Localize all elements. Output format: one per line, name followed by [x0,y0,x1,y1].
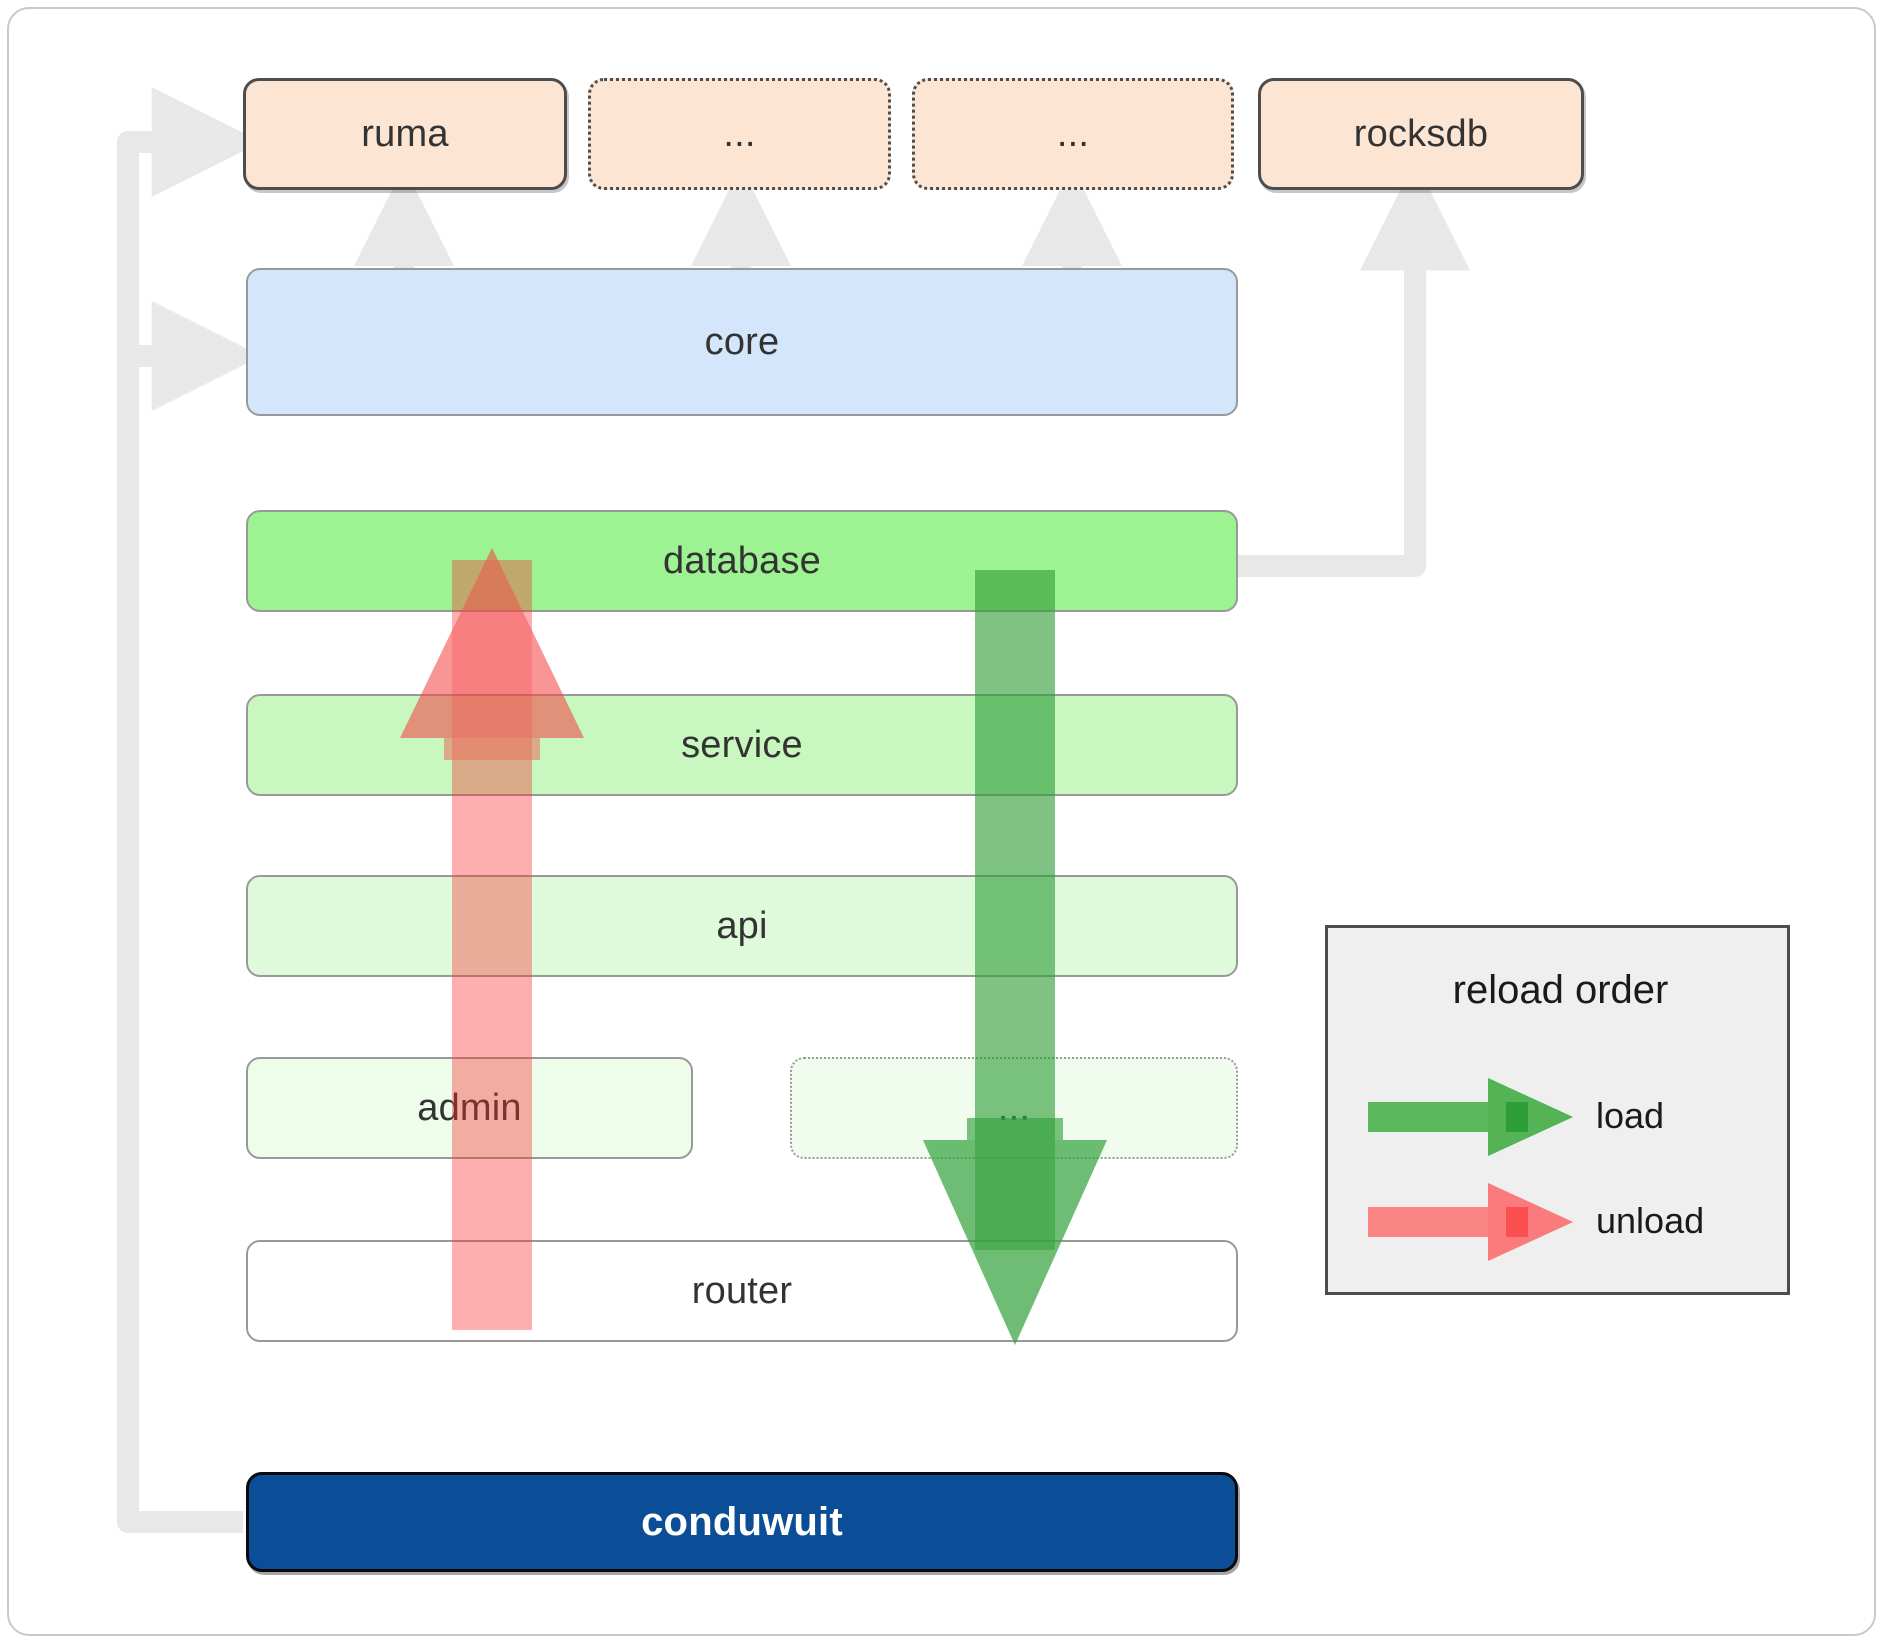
brand-label: conduwuit [641,1499,843,1544]
legend-title: reload order [1452,968,1669,1012]
layer-box-api[interactable]: api [246,875,1238,977]
layer-box-core[interactable]: core [246,268,1238,416]
external-label-ext2: ... [1056,112,1090,155]
external-box-rocksdb[interactable]: rocksdb [1258,78,1584,190]
layer-label-admin: admin [417,1086,522,1129]
legend-panel: reload order load unload [1325,925,1790,1295]
legend-label-unload: unload [1596,1200,1705,1241]
legend-label-load: load [1596,1095,1665,1136]
layer-box-service[interactable]: service [246,694,1238,796]
unload-arrow-icon [1368,1183,1573,1261]
layer-label-more: ... [997,1086,1031,1129]
layer-label-core: core [704,320,780,363]
layer-label-router: router [691,1269,793,1312]
external-label-ext1: ... [723,112,756,155]
external-label-rocksdb: rocksdb [1353,112,1489,155]
load-arrow-icon [1368,1078,1573,1156]
external-box-ext1[interactable]: ... [588,78,891,190]
external-label-ruma: ruma [361,112,449,155]
external-box-ext2[interactable]: ... [912,78,1234,190]
legend-row-unload: unload [1368,1173,1768,1269]
brand-box-conduwuit[interactable]: conduwuit [246,1472,1238,1572]
layer-box-database[interactable]: database [246,510,1238,612]
layer-box-admin[interactable]: admin [246,1057,693,1159]
layer-label-api: api [716,904,768,947]
layer-label-database: database [663,539,821,582]
legend-row-load: load [1368,1068,1768,1164]
layer-box-router[interactable]: router [246,1240,1238,1342]
external-box-ruma[interactable]: ruma [243,78,567,190]
layer-box-more[interactable]: ... [790,1057,1238,1159]
layer-label-service: service [681,723,803,766]
diagram-frame [7,7,1876,1636]
